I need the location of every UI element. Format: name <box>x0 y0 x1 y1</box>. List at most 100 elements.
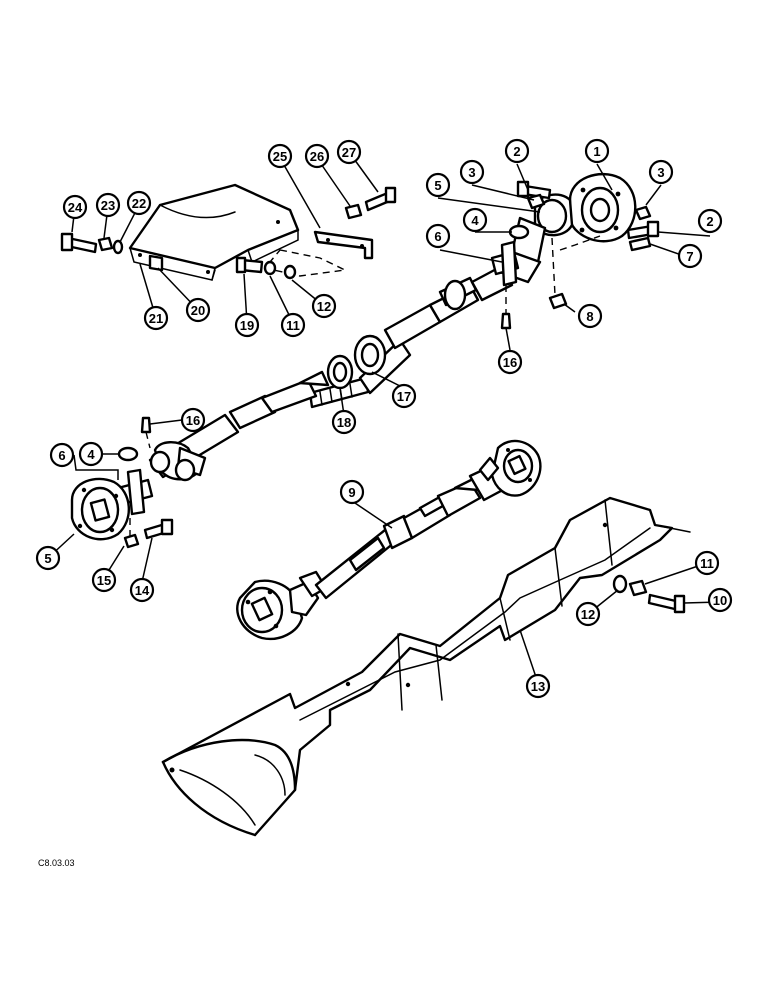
callout-label: 5 <box>44 551 51 566</box>
callout-c11b: 11 <box>280 312 306 338</box>
callout-label: 6 <box>58 448 65 463</box>
callout-c23: 23 <box>95 192 121 218</box>
callout-circle <box>694 550 720 576</box>
callout-circle <box>280 312 306 338</box>
callout-label: 26 <box>310 149 324 164</box>
callout-c3a: 3 <box>459 159 485 185</box>
callout-label: 20 <box>191 303 205 318</box>
callout-c7: 7 <box>677 243 703 269</box>
callout-c5b: 5 <box>35 545 61 571</box>
callout-label: 25 <box>273 149 287 164</box>
callout-circle <box>129 577 155 603</box>
callout-c18: 18 <box>331 409 357 435</box>
callout-circle <box>336 139 362 165</box>
callout-label: 12 <box>581 607 595 622</box>
callout-label: 10 <box>713 593 727 608</box>
callout-label: 16 <box>186 413 200 428</box>
shaft-guard <box>161 496 691 837</box>
callout-circle <box>697 208 723 234</box>
callout-c14: 14 <box>129 577 155 603</box>
callout-circle <box>648 159 674 185</box>
callout-circle <box>391 383 417 409</box>
callout-label: 13 <box>531 679 545 694</box>
callout-c24: 24 <box>62 194 88 220</box>
callout-label: 11 <box>286 318 300 333</box>
callout-label: 3 <box>657 165 664 180</box>
callout-label: 5 <box>434 178 441 193</box>
callout-circle <box>504 138 530 164</box>
upper-right-assembly <box>490 173 660 330</box>
callout-c3b: 3 <box>648 159 674 185</box>
callout-label: 14 <box>135 583 150 598</box>
callout-c1: 1 <box>584 138 610 164</box>
callout-c16a: 16 <box>497 349 523 375</box>
lower-right-hardware <box>612 574 686 614</box>
callout-circle <box>584 138 610 164</box>
callout-circle <box>677 243 703 269</box>
callout-label: 1 <box>593 144 600 159</box>
callout-circle <box>339 479 365 505</box>
callout-circle <box>78 441 104 467</box>
callout-circle <box>126 190 152 216</box>
callout-c16b: 16 <box>180 407 206 433</box>
callout-label: 21 <box>149 311 163 326</box>
callout-circle <box>459 159 485 185</box>
callout-label: 11 <box>700 556 714 571</box>
callout-circle <box>95 192 121 218</box>
callout-label: 9 <box>348 485 355 500</box>
callout-c11a: 11 <box>694 550 720 576</box>
callout-label: 2 <box>513 144 520 159</box>
callout-circle <box>35 545 61 571</box>
callout-circle <box>49 442 75 468</box>
callout-label: 17 <box>397 389 411 404</box>
callout-c25: 25 <box>267 143 293 169</box>
lower-shaft-assembly <box>236 439 542 641</box>
callout-label: 23 <box>101 198 115 213</box>
callout-c22: 22 <box>126 190 152 216</box>
callout-c6a: 6 <box>425 223 451 249</box>
callout-circle <box>577 303 603 329</box>
callout-label: 4 <box>87 447 95 462</box>
callout-c27: 27 <box>336 139 362 165</box>
callout-c20: 20 <box>185 297 211 323</box>
callout-label: 3 <box>468 165 475 180</box>
callout-circle <box>62 194 88 220</box>
callout-circle <box>575 601 601 627</box>
callout-label: 4 <box>471 213 479 228</box>
callout-label: 6 <box>434 229 441 244</box>
callout-circle <box>525 673 551 699</box>
callout-circle <box>425 223 451 249</box>
callout-c8: 8 <box>577 303 603 329</box>
callout-label: 22 <box>132 196 146 211</box>
callout-circle <box>311 293 337 319</box>
callout-c21: 21 <box>143 305 169 331</box>
callout-label: 27 <box>342 145 356 160</box>
callout-c19: 19 <box>234 312 260 338</box>
callout-circle <box>180 407 206 433</box>
callout-circle <box>185 297 211 323</box>
callout-label: 16 <box>503 355 517 370</box>
guard-plate <box>60 183 397 281</box>
callout-label: 12 <box>317 299 331 314</box>
callout-circle <box>143 305 169 331</box>
callout-circle <box>425 172 451 198</box>
callout-c6b: 6 <box>49 442 75 468</box>
callout-c17: 17 <box>391 383 417 409</box>
callout-c13: 13 <box>525 673 551 699</box>
callout-label: 8 <box>586 309 593 324</box>
callout-circle <box>91 567 117 593</box>
callout-c26: 26 <box>304 143 330 169</box>
callout-c10: 10 <box>707 587 733 613</box>
callout-label: 19 <box>240 318 254 333</box>
callout-c12b: 12 <box>311 293 337 319</box>
callout-c4a: 4 <box>462 207 488 233</box>
callout-circle <box>234 312 260 338</box>
figure-code: C8.03.03 <box>38 858 75 868</box>
callout-circle <box>462 207 488 233</box>
callout-circle <box>304 143 330 169</box>
callout-c15: 15 <box>91 567 117 593</box>
callout-c12a: 12 <box>575 601 601 627</box>
callout-label: 18 <box>337 415 351 430</box>
